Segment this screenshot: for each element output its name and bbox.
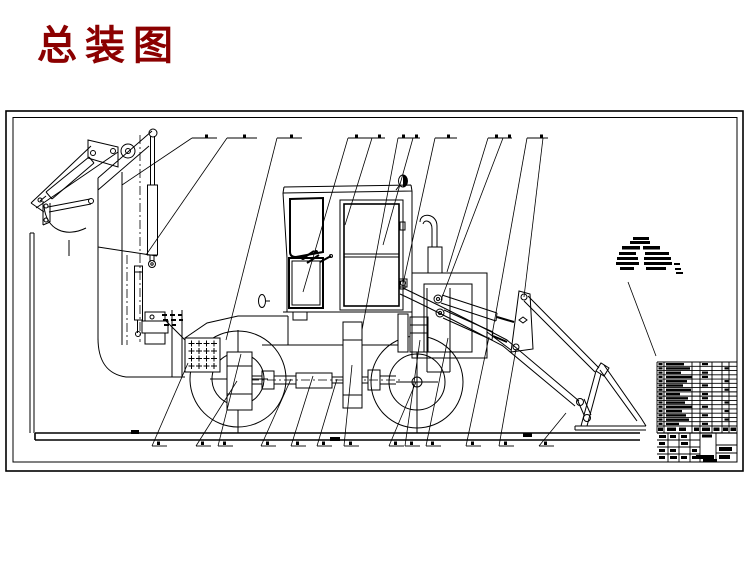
bolt-plate	[184, 337, 221, 373]
page-title: 总装图	[37, 23, 181, 68]
cab-door	[339, 199, 406, 311]
misc-marks	[131, 314, 532, 441]
backhoe-bucket	[42, 198, 94, 256]
tilt-cylinder	[433, 294, 515, 323]
bellcrank	[486, 290, 534, 353]
windshield	[289, 196, 324, 259]
front-lamp	[258, 294, 270, 308]
mirror	[395, 174, 408, 191]
exhaust-stack	[419, 214, 443, 274]
backhoe-boom	[87, 128, 158, 378]
backhoe-dipper	[30, 145, 119, 213]
swing-bracket	[141, 310, 186, 378]
chassis	[184, 278, 429, 411]
sheet-frame	[5, 110, 744, 472]
backhoe	[29, 128, 186, 433]
fuel-tank	[342, 321, 363, 409]
title-block	[656, 361, 738, 462]
loader-arm	[399, 287, 580, 407]
engine-compartment	[411, 214, 488, 373]
boom-cylinder	[147, 136, 158, 268]
loader-bucket	[574, 362, 647, 431]
leader-lines	[121, 134, 657, 447]
front-loader	[399, 287, 647, 431]
stabilizer-leg	[29, 232, 35, 433]
technical-notes	[616, 237, 683, 274]
cab	[258, 174, 413, 321]
bucket-link	[523, 295, 600, 373]
lower-window	[288, 257, 324, 309]
swing-cylinder	[134, 265, 143, 337]
